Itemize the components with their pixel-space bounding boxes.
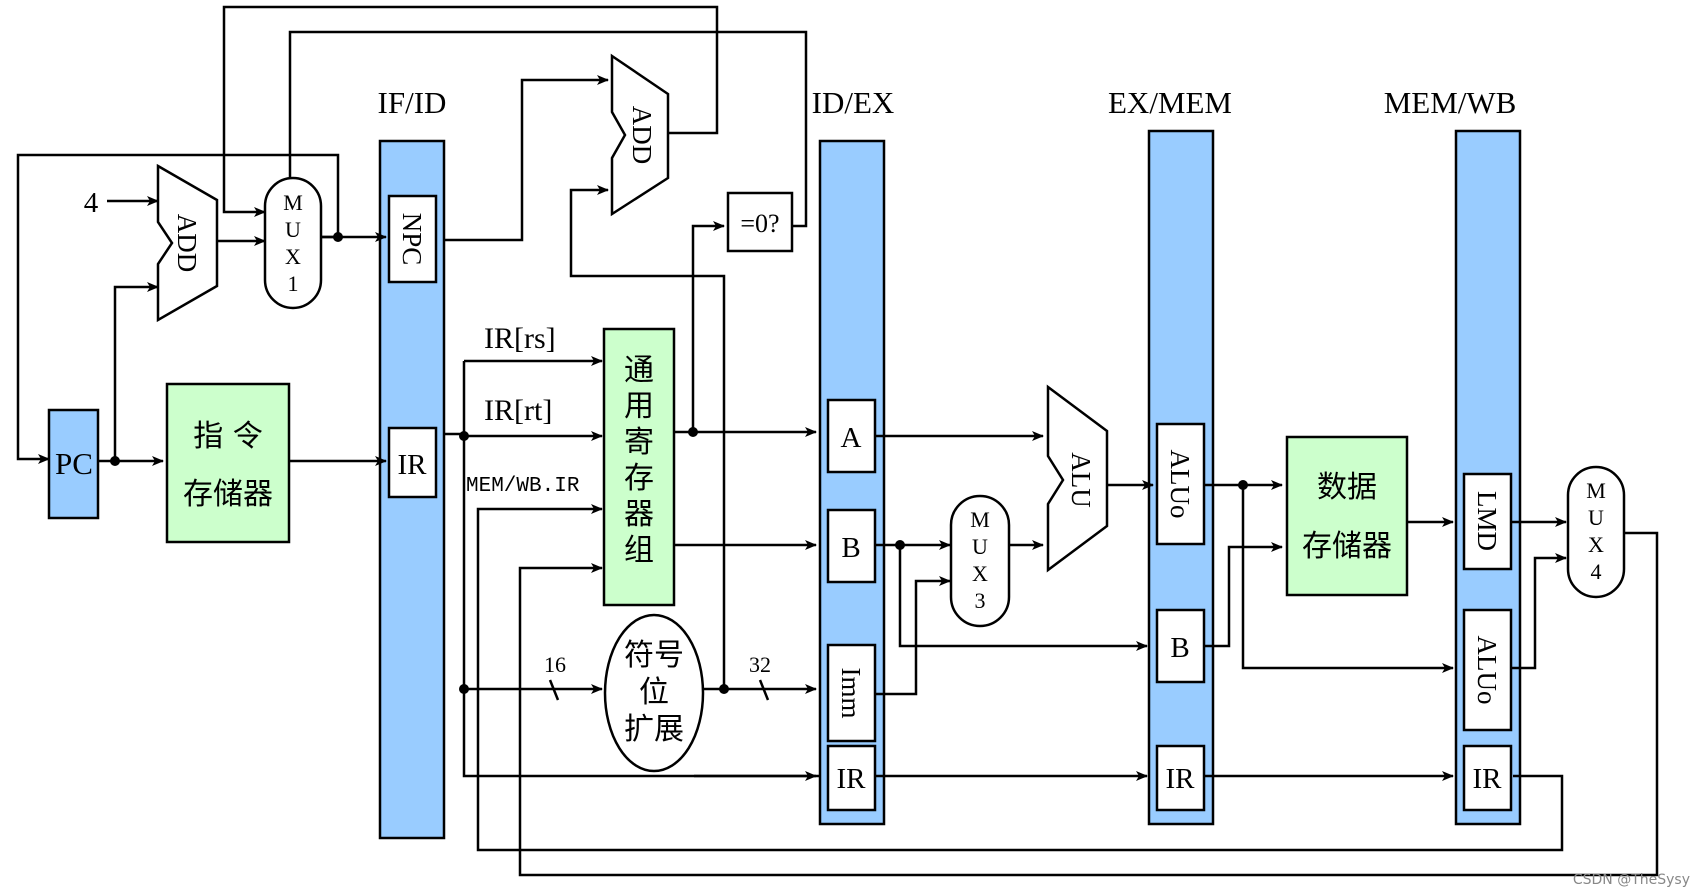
ex-mem-aluo-label: ALUo — [1165, 450, 1195, 519]
regfile-char-2: 用 — [624, 389, 654, 424]
npc-latch: NPC — [387, 194, 438, 284]
id-ex-a-latch: A — [826, 398, 877, 474]
id-ex-label: ID/EX — [812, 85, 895, 120]
mux3-char-3: X — [972, 561, 988, 586]
instruction-memory-line-2: 存储器 — [183, 477, 273, 512]
watermark: CSDN @TheSysy — [1573, 872, 1690, 888]
zero-test: =0? — [726, 191, 794, 253]
npc-label: NPC — [397, 213, 427, 266]
if-id-ir-label: IR — [398, 449, 428, 481]
pc-register: PC — [47, 408, 100, 520]
mux4-char-1: M — [1586, 478, 1606, 503]
mux1-char-3: X — [285, 244, 301, 269]
ex-mem-b-latch: B — [1155, 608, 1206, 684]
zero-test-label: =0? — [740, 209, 779, 238]
mux1-char-2: U — [285, 217, 301, 242]
mem-wb-label: MEM/WB — [1384, 85, 1517, 120]
branch-adder-label: ADD — [627, 106, 657, 165]
instruction-memory-line-1: 指 令 — [193, 419, 263, 454]
junction-dots — [110, 232, 1248, 694]
regfile-char-3: 寄 — [624, 425, 654, 460]
alu-label: ALU — [1066, 452, 1096, 508]
ex-mem-ir-label: IR — [1166, 763, 1196, 795]
b-label: B — [841, 532, 860, 564]
lmd-label: LMD — [1472, 491, 1502, 551]
id-ex-imm-latch: Imm — [826, 643, 877, 743]
mux1-char-4: 1 — [288, 271, 299, 296]
pc-adder: ADD — [156, 163, 219, 323]
instruction-memory: 指 令 存储器 — [165, 382, 291, 544]
alu: ALU — [1046, 384, 1109, 573]
width-16-label: 16 — [544, 652, 566, 677]
ex-mem-aluo-latch: ALUo — [1155, 422, 1206, 546]
mux1-char-1: M — [283, 190, 303, 215]
mux3-char-4: 3 — [975, 588, 986, 613]
id-ex-ir-latch: IR — [826, 744, 877, 812]
a-label: A — [841, 422, 862, 454]
imm-label: Imm — [836, 668, 866, 719]
mux4-char-2: U — [1588, 505, 1604, 530]
data-memory-line-1: 数据 — [1317, 470, 1377, 505]
if-id-ir-latch: IR — [387, 426, 438, 499]
regfile-char-5: 器 — [624, 497, 654, 532]
sign-extend-line-1: 符号 — [624, 638, 684, 673]
mux4-char-3: X — [1588, 532, 1604, 557]
ex-mem-label: EX/MEM — [1108, 85, 1232, 120]
mux4: M U X 4 — [1566, 465, 1626, 599]
id-ex-ir-label: IR — [837, 763, 867, 795]
ex-mem-ir-latch: IR — [1155, 744, 1206, 812]
mux3: M U X 3 — [949, 494, 1011, 628]
constant-four: 4 — [84, 187, 99, 219]
register-file: 通 用 寄 存 器 组 — [602, 327, 676, 607]
ex-mem-b-label: B — [1170, 632, 1189, 664]
regfile-char-4: 存 — [624, 461, 654, 496]
mux3-char-2: U — [972, 534, 988, 559]
sign-extend-line-2: 位 — [639, 675, 669, 710]
mux3-char-1: M — [970, 507, 990, 532]
data-memory-line-2: 存储器 — [1302, 529, 1392, 564]
if-id-label: IF/ID — [378, 85, 447, 120]
data-memory: 数据 存储器 — [1285, 435, 1409, 597]
mux1: M U X 1 — [263, 176, 323, 310]
memwb-ir-label: MEM/WB.IR — [466, 475, 580, 498]
mem-wb-aluo-label: ALUo — [1472, 636, 1502, 705]
sign-extend: 符号 位 扩展 — [603, 613, 705, 773]
regfile-char-1: 通 — [624, 353, 654, 388]
mem-wb-lmd-latch: LMD — [1462, 472, 1513, 571]
mem-wb-aluo-latch: ALUo — [1462, 608, 1513, 732]
mem-wb-ir-label: IR — [1473, 763, 1503, 795]
width-32-label: 32 — [749, 652, 771, 677]
branch-adder: ADD — [610, 53, 670, 217]
ir-rs-label: IR[rs] — [484, 322, 556, 355]
mem-wb-ir-latch: IR — [1462, 744, 1513, 812]
pc-label: PC — [55, 446, 93, 481]
id-ex-b-latch: B — [826, 508, 877, 584]
ir-rt-label: IR[rt] — [484, 394, 552, 427]
regfile-char-6: 组 — [624, 533, 654, 568]
pc-adder-label: ADD — [172, 214, 202, 273]
sign-extend-line-3: 扩展 — [624, 712, 684, 747]
mux4-char-4: 4 — [1591, 559, 1602, 584]
